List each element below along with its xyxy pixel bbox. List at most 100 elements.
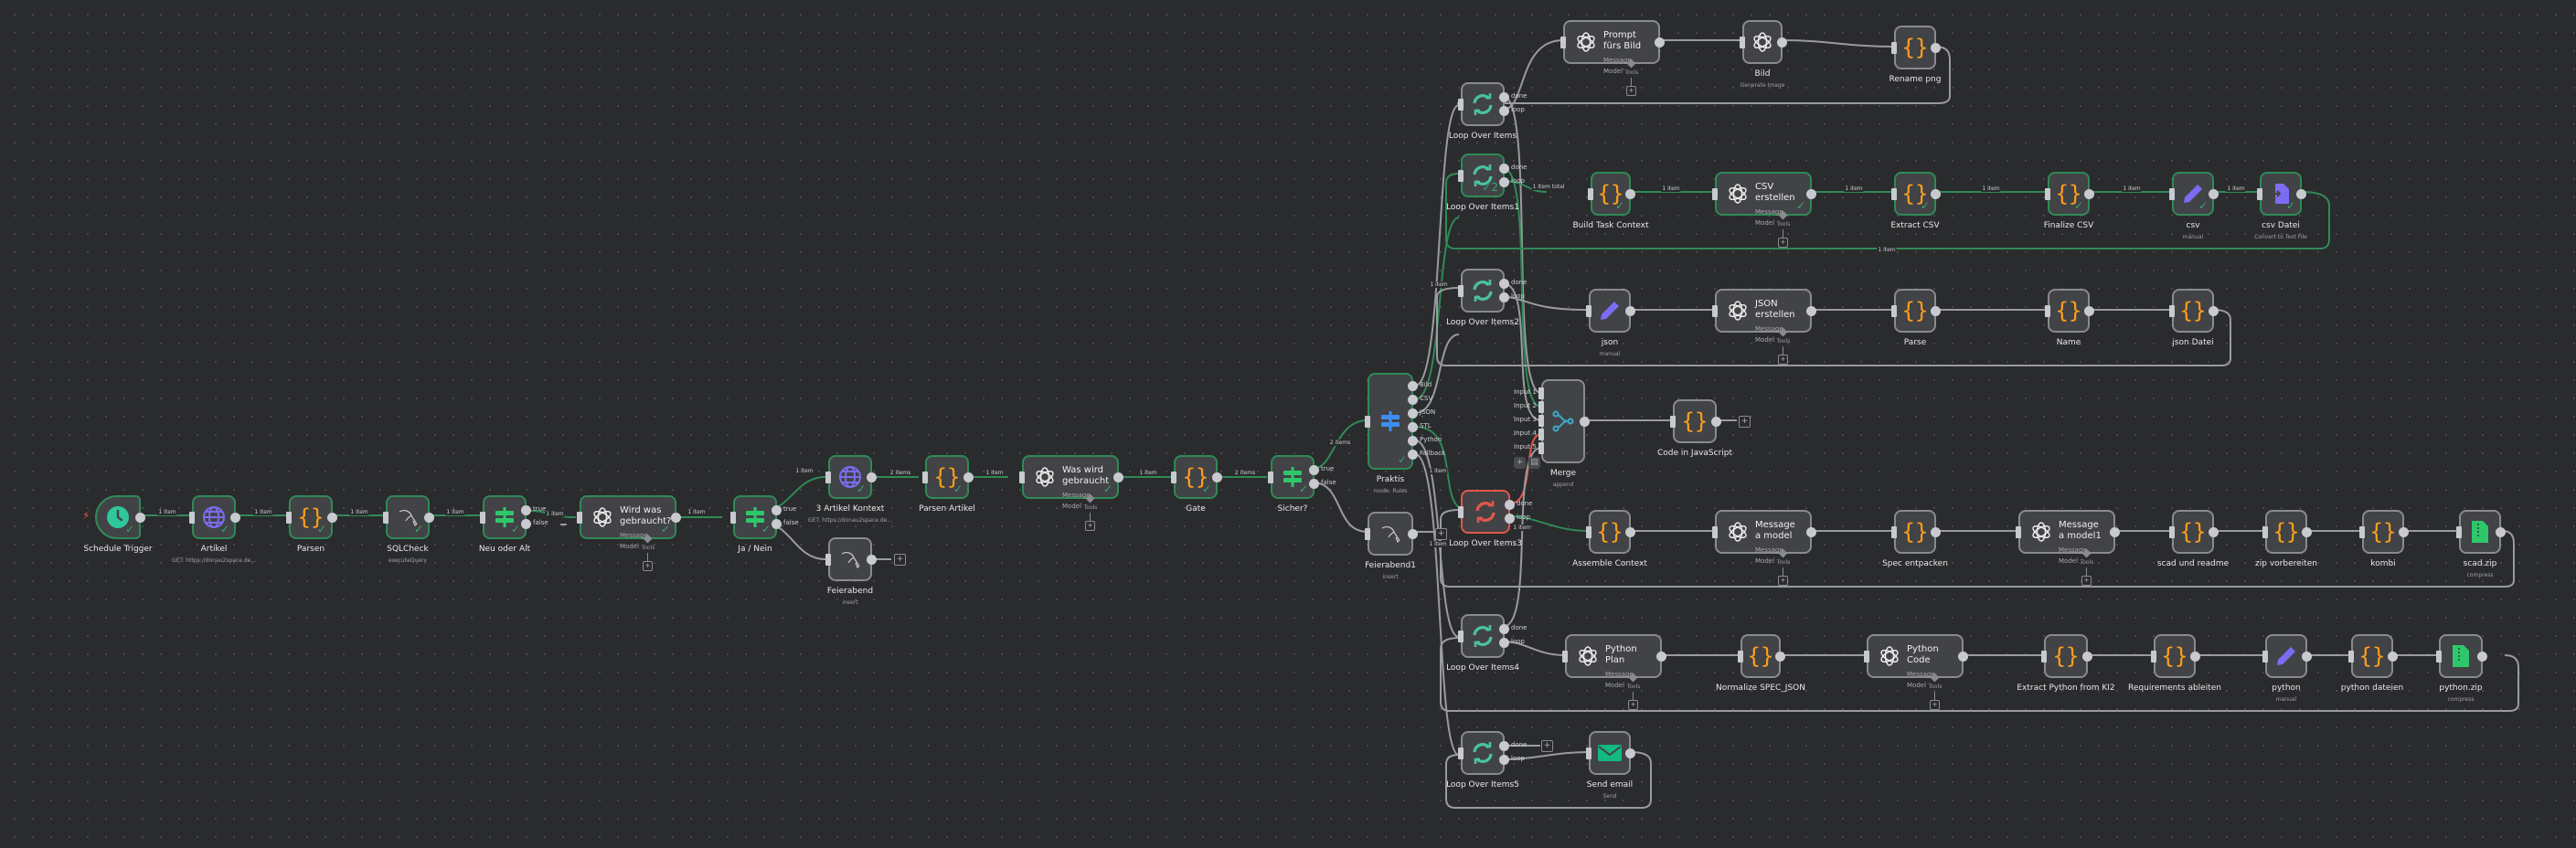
- output-port[interactable]: [2209, 189, 2219, 199]
- output-port[interactable]: [2388, 652, 2398, 662]
- output-port-loop[interactable]: [1499, 638, 1509, 648]
- output-port[interactable]: [1931, 527, 1941, 537]
- output-port[interactable]: [1625, 306, 1635, 316]
- output-port[interactable]: [1113, 472, 1123, 482]
- add-node-button[interactable]: +: [894, 554, 906, 566]
- output-port-done[interactable]: [1499, 624, 1509, 634]
- output-port[interactable]: [2190, 652, 2200, 662]
- node-python[interactable]: [2265, 634, 2307, 678]
- output-port[interactable]: [1806, 306, 1816, 316]
- input-port[interactable]: [922, 472, 928, 483]
- input-port[interactable]: [286, 512, 292, 524]
- output-port-done[interactable]: [1499, 279, 1509, 289]
- input-port[interactable]: [2041, 651, 2047, 662]
- input-port[interactable]: [1740, 37, 1745, 48]
- input-port[interactable]: [825, 472, 831, 483]
- input-port[interactable]: [2151, 651, 2156, 662]
- node-python-zip[interactable]: [2439, 634, 2483, 678]
- output-port[interactable]: [1931, 189, 1941, 199]
- node-loop5[interactable]: [1461, 731, 1505, 775]
- node-loop0[interactable]: [1461, 82, 1505, 126]
- node-praktis[interactable]: ✓: [1368, 373, 1413, 470]
- input-port[interactable]: [1560, 37, 1566, 48]
- output-port[interactable]: [1777, 37, 1787, 48]
- input-port[interactable]: [2045, 305, 2050, 317]
- input-port[interactable]: [1365, 528, 1370, 540]
- add-tool-button[interactable]: +: [643, 561, 653, 571]
- input-port[interactable]: [2169, 526, 2175, 538]
- input-port[interactable]: [383, 512, 389, 524]
- output-port[interactable]: [867, 555, 877, 565]
- input-port[interactable]: [1670, 416, 1676, 428]
- input-port[interactable]: [1458, 506, 1464, 518]
- input-port[interactable]: [1891, 188, 1897, 200]
- input-port[interactable]: [1538, 387, 1544, 399]
- output-port[interactable]: [2477, 652, 2487, 662]
- node-schedule[interactable]: ✓: [95, 495, 141, 539]
- add-tool-button[interactable]: +: [1930, 700, 1940, 710]
- output-port[interactable]: [2296, 189, 2306, 199]
- output-port[interactable]: [1931, 306, 1941, 316]
- output-port-loop[interactable]: [1505, 514, 1515, 524]
- node-requirements[interactable]: {}: [2154, 634, 2196, 678]
- input-port[interactable]: [1365, 416, 1370, 428]
- node-ja-nein[interactable]: ✓: [733, 495, 777, 539]
- input-port[interactable]: [1458, 285, 1464, 297]
- output-port[interactable]: [1625, 748, 1635, 758]
- node-artikel[interactable]: ✓: [192, 495, 236, 539]
- node-extract-python[interactable]: {}: [2044, 634, 2088, 678]
- node-feierabend1[interactable]: [1368, 512, 1413, 556]
- node-send-email[interactable]: [1589, 731, 1631, 775]
- output-port[interactable]: [2082, 652, 2092, 662]
- output-port[interactable]: [1711, 417, 1721, 427]
- output-port-true[interactable]: [521, 505, 531, 515]
- node-json[interactable]: [1589, 289, 1631, 333]
- output-port[interactable]: [2399, 527, 2409, 537]
- input-port[interactable]: [2045, 188, 2050, 200]
- input-port[interactable]: [1538, 442, 1544, 454]
- output-port[interactable]: [1625, 189, 1635, 199]
- input-port[interactable]: [1538, 415, 1544, 427]
- node-neu-alt[interactable]: ✓: [483, 495, 527, 539]
- input-port[interactable]: [1171, 472, 1176, 483]
- clipboard-icon[interactable]: ▤: [1528, 457, 1540, 469]
- output-port-false[interactable]: [772, 519, 782, 529]
- node-extract-csv[interactable]: {}✓: [1894, 172, 1936, 216]
- node-finalize-csv[interactable]: {}✓: [2048, 172, 2090, 216]
- add-icon[interactable]: +: [1514, 457, 1526, 469]
- output-port[interactable]: [1580, 417, 1590, 427]
- input-port[interactable]: [2359, 526, 2365, 538]
- output-port[interactable]: [2209, 527, 2219, 537]
- input-port[interactable]: [1458, 631, 1464, 642]
- input-port[interactable]: [2169, 188, 2175, 200]
- output-port[interactable]: [2496, 527, 2506, 537]
- output-port-python[interactable]: [1408, 436, 1418, 446]
- add-tool-button[interactable]: +: [1778, 576, 1788, 586]
- input-port[interactable]: [2262, 651, 2268, 662]
- node-loop2[interactable]: [1461, 269, 1505, 313]
- output-port[interactable]: [2110, 527, 2120, 537]
- add-node-button[interactable]: +: [1541, 740, 1553, 752]
- node-parsen[interactable]: {}✓: [289, 495, 333, 539]
- input-port[interactable]: [2169, 305, 2175, 317]
- input-port[interactable]: [1458, 99, 1464, 111]
- input-port[interactable]: [1538, 401, 1544, 413]
- input-port[interactable]: [2016, 526, 2021, 538]
- output-port[interactable]: [2302, 527, 2312, 537]
- output-port-false[interactable]: [521, 519, 531, 529]
- add-tool-button[interactable]: +: [2081, 576, 2092, 586]
- output-port-fallback[interactable]: [1408, 450, 1418, 460]
- output-port-json[interactable]: [1408, 408, 1418, 419]
- input-port[interactable]: [2348, 651, 2354, 662]
- add-tool-button[interactable]: +: [1626, 86, 1636, 96]
- add-tool-button[interactable]: +: [1628, 700, 1638, 710]
- output-port-stl[interactable]: [1408, 422, 1418, 432]
- output-port[interactable]: [671, 513, 681, 523]
- output-port-true[interactable]: [1309, 465, 1319, 475]
- input-port[interactable]: [1891, 305, 1897, 317]
